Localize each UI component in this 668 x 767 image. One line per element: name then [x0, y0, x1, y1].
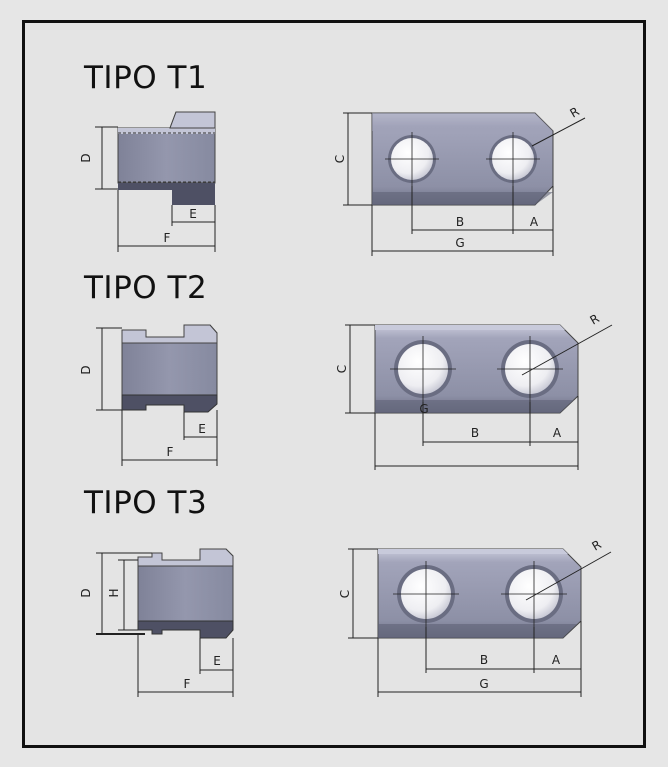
t3-dim-g: G — [479, 677, 488, 691]
t2-side-dimensions — [96, 327, 218, 466]
title-tipo-t1: TIPO T1 — [84, 60, 208, 96]
t3-top-view — [377, 548, 582, 639]
t1-dim-b: B — [456, 215, 464, 229]
t1-dim-f: F — [164, 231, 171, 245]
t3-dim-r: R — [590, 537, 604, 553]
t3-dim-f: F — [184, 677, 191, 691]
t3-dim-h: H — [107, 588, 121, 597]
t3-dim-b: B — [480, 653, 488, 667]
t3-dim-a: A — [552, 653, 561, 667]
t2-side-view — [121, 324, 218, 413]
t2-top-view — [374, 324, 579, 414]
t1-top-view — [371, 112, 554, 206]
t1-side-view — [117, 111, 216, 205]
t3-dim-e: E — [213, 654, 221, 668]
t2-dim-r: R — [588, 311, 602, 327]
t1-dim-c: C — [333, 155, 347, 163]
t1-dim-d: D — [79, 153, 93, 162]
t1-dim-a: A — [530, 215, 539, 229]
t2-top-dimensions — [345, 324, 613, 470]
t2-dim-g: G — [419, 402, 428, 416]
t1-side-dimensions — [95, 126, 216, 252]
t3-dim-d: D — [79, 588, 93, 597]
t2-dim-c: C — [335, 365, 349, 373]
t3-side-dimensions — [96, 552, 234, 697]
t1-dim-g: G — [455, 236, 464, 250]
title-tipo-t3: TIPO T3 — [84, 485, 208, 521]
t3-side-view — [137, 548, 234, 639]
t1-dim-r: R — [568, 104, 582, 120]
t3-dim-c: C — [338, 590, 352, 598]
t3-top-dimensions — [348, 548, 612, 697]
t2-dim-d: D — [79, 365, 93, 374]
t2-dim-e: E — [198, 422, 206, 436]
t2-dim-b: B — [471, 426, 479, 440]
title-tipo-t2: TIPO T2 — [84, 270, 208, 306]
t2-dim-f: F — [167, 445, 174, 459]
t2-dim-a: A — [553, 426, 562, 440]
t1-dim-e: E — [189, 207, 197, 221]
t1-top-dimensions — [343, 112, 586, 256]
